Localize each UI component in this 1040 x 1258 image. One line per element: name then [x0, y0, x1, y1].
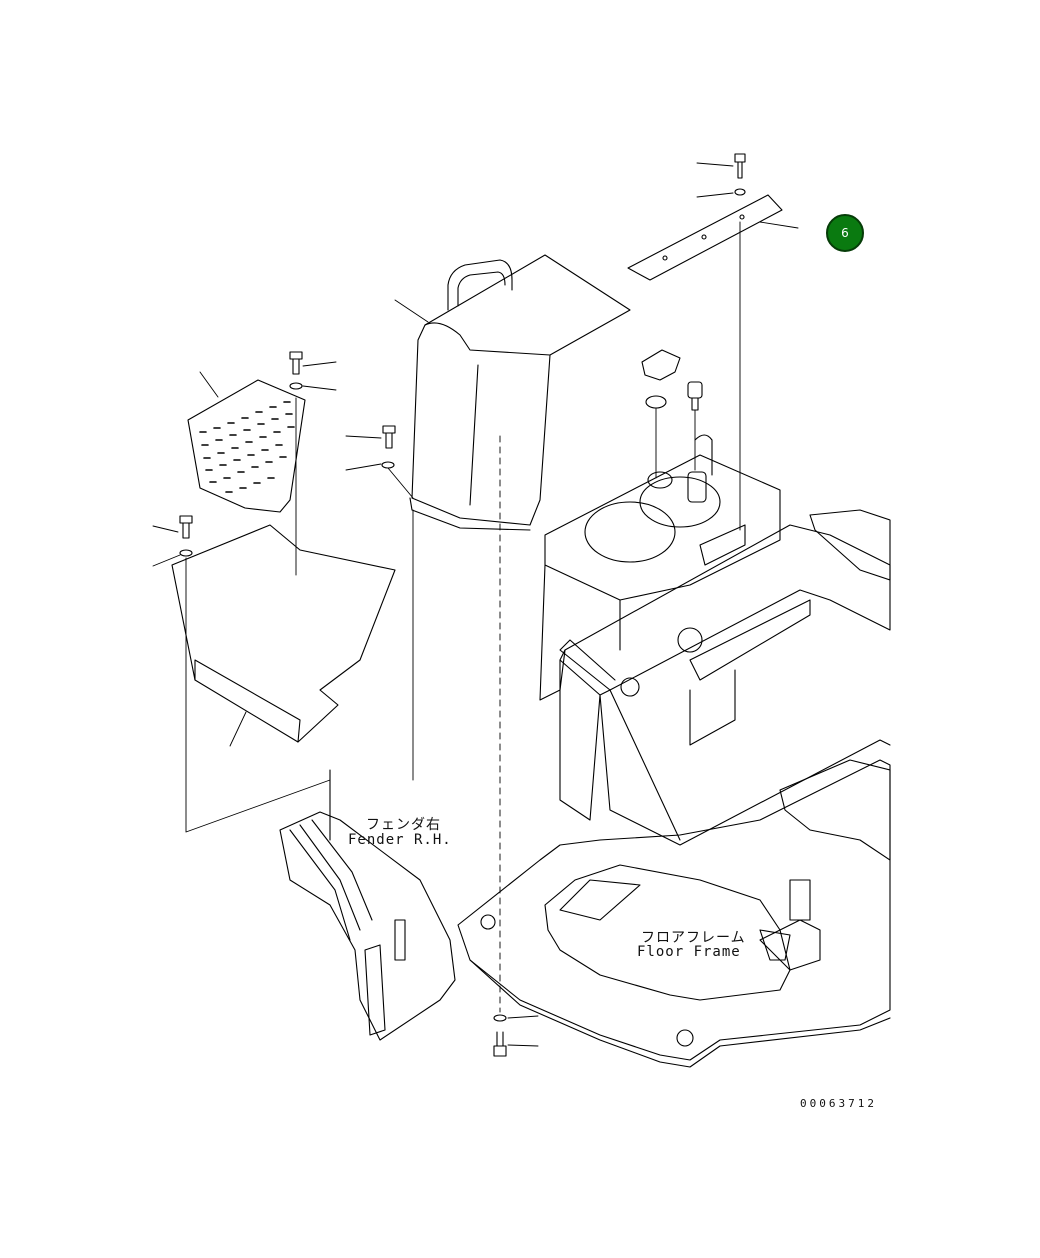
fender-rh	[279, 769, 456, 1041]
tank	[539, 434, 781, 701]
perforated-plate	[187, 379, 306, 513]
bolt-bottom	[493, 1014, 507, 1057]
part-number-badge[interactable]: 6	[826, 214, 864, 252]
bolt-center	[381, 425, 396, 469]
assembly-guides	[185, 221, 741, 1013]
floor-frame	[457, 759, 891, 1068]
floor-frame-label-en: Floor Frame	[637, 944, 741, 960]
cover-with-handle	[409, 254, 631, 531]
fender-label-en: Fender R.H.	[348, 832, 452, 848]
strip-bracket	[627, 194, 783, 281]
cap-fitting	[641, 349, 703, 411]
leader-lines	[152, 162, 799, 1047]
floor-frame-label-jp: フロアフレーム	[641, 930, 746, 946]
plate-perforations	[199, 401, 295, 493]
upper-frame	[559, 509, 891, 961]
step-plate	[171, 524, 396, 743]
drawing-number: 00063712	[800, 1097, 877, 1110]
bolt-top	[734, 153, 746, 196]
bolt-left-upper	[289, 351, 303, 390]
fender-label-jp: フェンダ右	[366, 817, 441, 833]
bolt-left-lower	[179, 515, 193, 557]
